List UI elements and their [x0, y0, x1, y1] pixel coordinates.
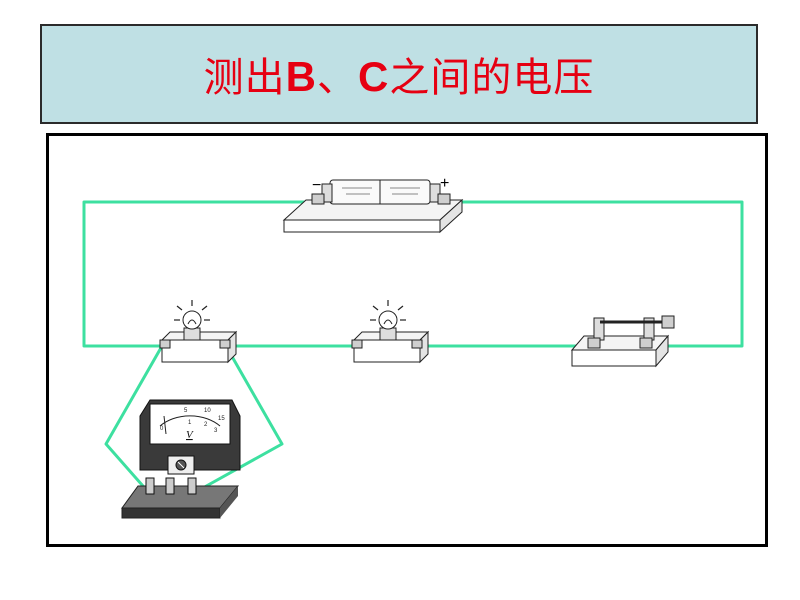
voltmeter: [121, 399, 241, 519]
voltmeter-needle: [163, 415, 167, 435]
battery-plus-sign: +: [440, 175, 449, 192]
voltmeter-terminal-15v: [187, 477, 197, 495]
title-banner: 测出B、C之间的电压: [40, 24, 758, 124]
title-separator: 、: [317, 55, 358, 101]
voltmeter-scale-labels: 5 10 15 0 1 2 3: [160, 408, 225, 434]
title-prefix: 测出: [203, 55, 286, 101]
scale-label-2: 2: [204, 422, 208, 428]
scale-label-15: 15: [218, 416, 225, 422]
scale-label-5: 5: [184, 408, 188, 414]
voltmeter-terminal-3v: [165, 477, 175, 495]
scale-label-3: 3: [214, 428, 218, 434]
voltmeter-lead-negative: [104, 345, 164, 495]
voltmeter-terminal-negative: [145, 477, 155, 495]
wire-switch-right: [446, 200, 744, 348]
voltmeter-lead-positive: [191, 345, 284, 496]
title-suffix: 之间的电压: [389, 55, 595, 101]
voltmeter-unit-symbol: V: [186, 429, 194, 441]
lamp-1: [159, 300, 238, 364]
voltmeter-base: [121, 485, 240, 509]
page-title: 测出B、C之间的电压: [204, 45, 595, 103]
lamp-2: [351, 300, 430, 364]
battery-holder: [282, 179, 464, 234]
battery-minus-sign: −: [312, 177, 321, 194]
title-point-c: C: [358, 53, 390, 100]
title-point-b: B: [285, 53, 317, 100]
wire-left-top: [82, 200, 318, 348]
knife-switch: [570, 315, 675, 368]
scale-label-10: 10: [204, 408, 211, 414]
circuit-wires: [82, 200, 744, 496]
scale-label-1: 1: [188, 420, 192, 426]
scale-label-0: 0: [160, 426, 164, 432]
